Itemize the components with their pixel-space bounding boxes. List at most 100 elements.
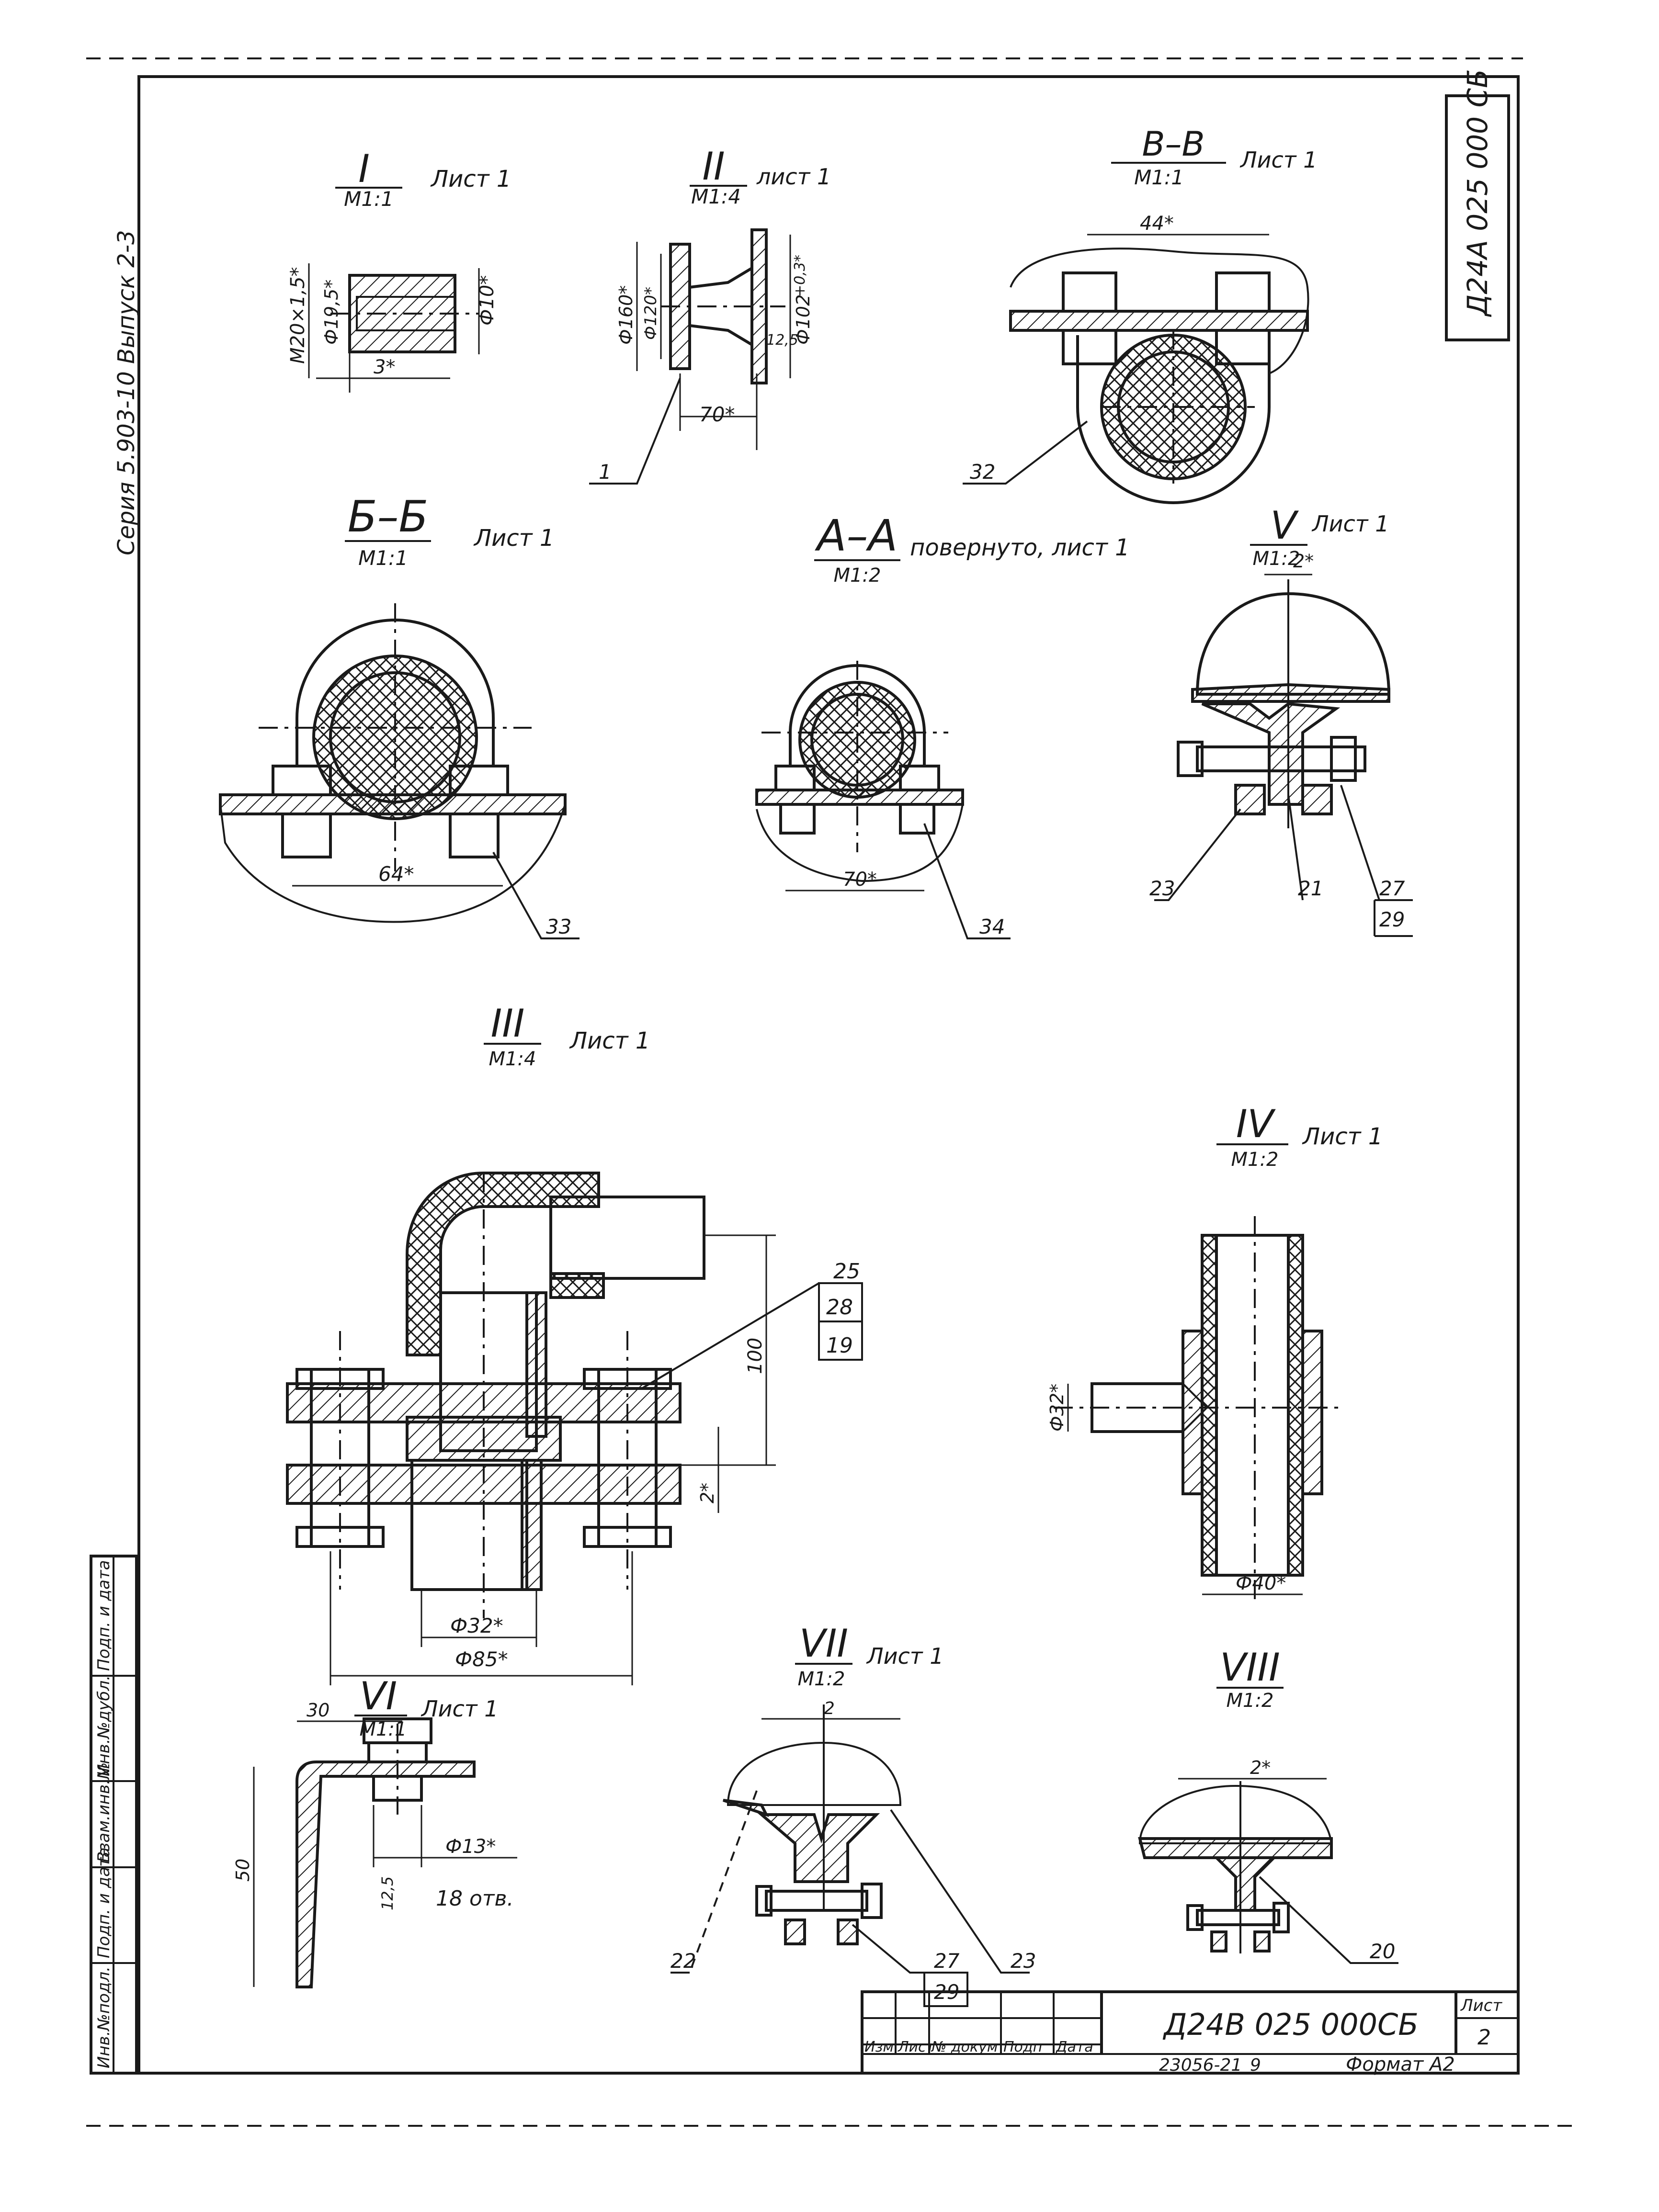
view-7-callout-23: 23 xyxy=(1011,1949,1036,1973)
view-2-callout: 1 xyxy=(599,460,612,484)
tb-sheet-label: Лист xyxy=(1460,1996,1502,2015)
view-8-scale: М1:2 xyxy=(1227,1690,1274,1712)
view-3-dim-2: 2* xyxy=(697,1483,718,1503)
view-5-callout-27: 27 xyxy=(1379,877,1405,900)
view-7-dim-2: 2 xyxy=(824,1699,835,1718)
view-5-numeral: V xyxy=(1271,503,1299,548)
view-3: III М1:4 Лист 1 100 2* Ф32* xyxy=(286,1001,863,1685)
view-3-sheet: Лист 1 xyxy=(569,1027,650,1054)
view-6-scale: М1:1 xyxy=(360,1718,407,1740)
view-7-callout-22: 22 xyxy=(670,1949,696,1973)
view-1-dim-3: 3* xyxy=(374,356,395,378)
tb-format: Формат А2 xyxy=(1346,2054,1455,2076)
view-2-dim-120: Ф120* xyxy=(641,287,660,340)
strip-dup: Инв.№дубл. xyxy=(94,1675,114,1776)
corner-code: Д24А 025 000 СБ xyxy=(1461,69,1494,317)
view-6-dim-50: 50 xyxy=(232,1859,253,1882)
view-3-dim-32: Ф32* xyxy=(450,1614,503,1637)
view-5-callout-29: 29 xyxy=(1379,908,1405,931)
tb-header-date: Дата xyxy=(1055,2039,1093,2055)
view-3-dim-100: 100 xyxy=(744,1338,766,1374)
view-7-callout-27: 27 xyxy=(934,1949,960,1973)
view-5-dim-2: 2* xyxy=(1293,551,1314,572)
view-8: VIII М1:2 2* 20 xyxy=(1138,1645,1398,1964)
view-3-dim-85: Ф85* xyxy=(455,1648,508,1671)
view-7-sheet: Лист 1 xyxy=(866,1643,943,1669)
view-2-numeral: II xyxy=(702,144,725,189)
tb-bottom-no: 23056-21 xyxy=(1159,2055,1242,2075)
view-7-numeral: VII xyxy=(799,1621,848,1666)
view-6-dim-holes: 18 отв. xyxy=(436,1886,513,1911)
view-1-dim-m20: М20×1,5* xyxy=(287,267,309,364)
view-66: Б–Б М1:1 Лист 1 64* 33 xyxy=(219,492,580,939)
view-1-scale: М1:1 xyxy=(344,187,394,211)
view-8-callout-20: 20 xyxy=(1370,1940,1395,1963)
drawing-frame: Д24А 025 000 СБ Серия 5.903-10 Выпуск 2-… xyxy=(86,57,1580,2127)
strip-inv: Инв.№подл. xyxy=(94,1966,114,2068)
view-3-callout-28: 28 xyxy=(826,1295,853,1320)
view-1-sheet: Лист 1 xyxy=(430,166,511,192)
view-1: I М1:1 Лист 1 М20×1,5* Ф19,5* Ф10* 3* xyxy=(287,147,511,393)
view-2-dim-125: 12,5 xyxy=(766,332,798,349)
view-2-scale: М1:4 xyxy=(691,185,741,208)
view-7-scale: М1:2 xyxy=(798,1668,845,1690)
view-3-numeral: III xyxy=(491,1001,525,1046)
view-2-dim-tol: +0,3* xyxy=(792,255,808,297)
title-block: Изм Лист № докум Подп Дата Д24В 025 000С… xyxy=(861,1990,1520,2076)
view-2: II М1:4 лист 1 Ф160* Ф120* Ф102 12,5 +0,… xyxy=(589,144,831,485)
view-bb-callout: 32 xyxy=(970,460,995,484)
view-2-sheet: лист 1 xyxy=(756,164,831,190)
view-aa-callout: 34 xyxy=(979,915,1005,938)
tb-header-sign: Подп xyxy=(1003,2039,1042,2055)
view-aa-numeral: А–А xyxy=(815,511,898,561)
view-3-scale: М1:4 xyxy=(489,1048,536,1070)
view-3-callout-19: 19 xyxy=(826,1333,853,1358)
strip-sign1: Подп. и дата xyxy=(94,1847,114,1958)
view-7: VII М1:2 Лист 1 2 22 27 23 29 xyxy=(670,1621,1036,2007)
tb-bottom-sub: 9 xyxy=(1250,2055,1261,2075)
view-66-sheet: Лист 1 xyxy=(473,525,554,552)
view-4: IV М1:2 Лист 1 Ф32* Ф40* xyxy=(1046,1102,1383,1599)
tb-header-list: Лист xyxy=(898,2039,935,2055)
view-5-sheet: Лист 1 xyxy=(1311,511,1389,537)
view-2-dim-102: Ф102 xyxy=(793,294,814,345)
view-66-numeral: Б–Б xyxy=(348,492,429,542)
view-4-sheet: Лист 1 xyxy=(1302,1123,1383,1150)
series-text: Серия 5.903-10 Выпуск 2-3 xyxy=(113,230,140,555)
view-aa: А–А М1:2 повернуто, лист 1 70* 34 xyxy=(755,511,1130,939)
view-6: VI М1:1 Лист 1 30 50 Ф13* 12,5 18 отв. xyxy=(232,1674,517,1988)
tb-sheet-no: 2 xyxy=(1477,2025,1491,2050)
view-3-callout-25: 25 xyxy=(833,1259,860,1284)
tb-designation: Д24В 025 000СБ xyxy=(1162,2007,1419,2042)
view-4-numeral: IV xyxy=(1236,1102,1276,1146)
view-bb-numeral: В–В xyxy=(1142,124,1204,164)
view-66-dim-64: 64* xyxy=(378,862,414,886)
view-5-callout-21: 21 xyxy=(1298,877,1323,900)
view-1-dim-10: Ф10* xyxy=(476,275,498,326)
view-2-dim-160: Ф160* xyxy=(615,285,636,345)
view-aa-dim-70: 70* xyxy=(843,869,877,891)
view-6-dim-30: 30 xyxy=(307,1700,330,1721)
view-8-dim-2: 2* xyxy=(1250,1757,1271,1778)
view-6-sheet: Лист 1 xyxy=(420,1696,498,1722)
view-6-dim-13: Ф13* xyxy=(445,1836,496,1858)
view-2-dim-70: 70* xyxy=(699,403,735,426)
view-bb-dim-44: 44* xyxy=(1140,213,1174,235)
view-5-callout-23: 23 xyxy=(1149,877,1175,900)
strip-sign2: Подп. и дата xyxy=(94,1560,114,1671)
view-bb-scale: М1:1 xyxy=(1134,166,1184,189)
view-66-callout: 33 xyxy=(546,915,571,938)
view-8-numeral: VIII xyxy=(1220,1645,1280,1690)
view-4-dim-32: Ф32* xyxy=(1046,1384,1068,1432)
view-4-dim-40: Ф40* xyxy=(1236,1572,1286,1594)
view-4-scale: М1:2 xyxy=(1231,1149,1279,1171)
tb-header-doc: № докум xyxy=(931,2039,998,2055)
strip-replace: Взам.инв.№ xyxy=(94,1762,114,1862)
view-66-scale: М1:1 xyxy=(358,546,408,570)
view-1-numeral: I xyxy=(358,147,370,191)
view-5: V М1:2 Лист 1 2* 23 21 27 29 xyxy=(1149,503,1413,937)
left-strip: Инв.№подл. Подп. и дата Взам.инв.№ Инв.№… xyxy=(90,1555,138,2075)
view-aa-scale: М1:2 xyxy=(834,564,881,587)
